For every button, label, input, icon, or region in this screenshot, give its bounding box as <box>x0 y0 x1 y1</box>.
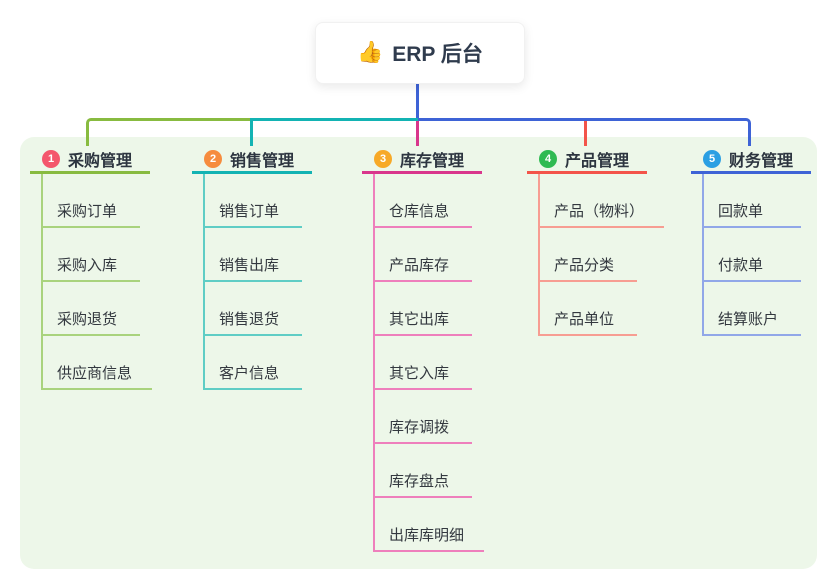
child-node[interactable]: 产品分类 <box>540 228 637 282</box>
child-node[interactable]: 其它出库 <box>375 282 472 336</box>
branch-number-badge: 1 <box>42 149 60 168</box>
connector-branch-4-drop <box>584 121 587 146</box>
connector-branch-1 <box>86 118 253 146</box>
branch-number-badge: 2 <box>204 149 222 168</box>
root-node-label: ERP 后台 <box>392 43 483 66</box>
branch-label: 财务管理 <box>729 152 794 170</box>
child-node[interactable]: 付款单 <box>704 228 801 282</box>
connector-branch-2-drop <box>250 118 253 146</box>
branch-node-4[interactable]: 4 产品管理 <box>527 146 647 174</box>
branch-2: 2 销售管理销售订单销售出库销售退货客户信息 <box>192 146 312 390</box>
child-node[interactable]: 销售出库 <box>205 228 302 282</box>
branch-number-badge: 3 <box>374 149 392 168</box>
branch-1: 1 采购管理采购订单采购入库采购退货供应商信息 <box>30 146 153 390</box>
root-connector-line <box>416 82 419 118</box>
child-node[interactable]: 采购退货 <box>43 282 140 336</box>
child-node[interactable]: 仓库信息 <box>375 174 472 228</box>
child-node[interactable]: 库存盘点 <box>375 444 472 498</box>
connector-branch-2-horizontal <box>253 118 418 121</box>
branch-children: 仓库信息产品库存其它出库其它入库库存调拨库存盘点出库库明细 <box>373 174 485 552</box>
branch-label: 产品管理 <box>565 152 630 170</box>
child-node[interactable]: 产品单位 <box>540 282 637 336</box>
child-node[interactable]: 其它入库 <box>375 336 472 390</box>
branch-node-2[interactable]: 2 销售管理 <box>192 146 312 174</box>
child-node[interactable]: 产品库存 <box>375 228 472 282</box>
child-node[interactable]: 出库库明细 <box>375 498 485 552</box>
branch-label: 采购管理 <box>68 152 133 170</box>
branch-3: 3 库存管理仓库信息产品库存其它出库其它入库库存调拨库存盘点出库库明细 <box>362 146 485 552</box>
branch-children: 采购订单采购入库采购退货供应商信息 <box>41 174 153 390</box>
branch-children: 销售订单销售出库销售退货客户信息 <box>203 174 312 390</box>
branch-5: 5 财务管理回款单付款单结算账户 <box>691 146 811 336</box>
root-node[interactable]: 👍 ERP 后台 <box>315 22 525 84</box>
branch-number-badge: 4 <box>539 149 557 168</box>
child-node[interactable]: 产品（物料） <box>540 174 665 228</box>
branch-label: 库存管理 <box>400 152 465 170</box>
branch-node-1[interactable]: 1 采购管理 <box>30 146 150 174</box>
child-node[interactable]: 销售订单 <box>205 174 302 228</box>
branch-4: 4 产品管理产品（物料）产品分类产品单位 <box>527 146 665 336</box>
child-node[interactable]: 销售退货 <box>205 282 302 336</box>
branch-node-3[interactable]: 3 库存管理 <box>362 146 482 174</box>
connector-branch-3-drop <box>416 121 419 146</box>
child-node[interactable]: 结算账户 <box>704 282 801 336</box>
branch-node-5[interactable]: 5 财务管理 <box>691 146 811 174</box>
branch-children: 产品（物料）产品分类产品单位 <box>538 174 665 336</box>
child-node[interactable]: 采购订单 <box>43 174 140 228</box>
branch-number-badge: 5 <box>703 149 721 168</box>
child-node[interactable]: 回款单 <box>704 174 801 228</box>
child-node[interactable]: 供应商信息 <box>43 336 153 390</box>
child-node[interactable]: 采购入库 <box>43 228 140 282</box>
branch-label: 销售管理 <box>230 152 295 170</box>
connector-branch-5 <box>418 118 751 146</box>
branch-children: 回款单付款单结算账户 <box>702 174 811 336</box>
child-node[interactable]: 客户信息 <box>205 336 302 390</box>
child-node[interactable]: 库存调拨 <box>375 390 472 444</box>
thumbs-up-icon: 👍 <box>357 41 384 64</box>
